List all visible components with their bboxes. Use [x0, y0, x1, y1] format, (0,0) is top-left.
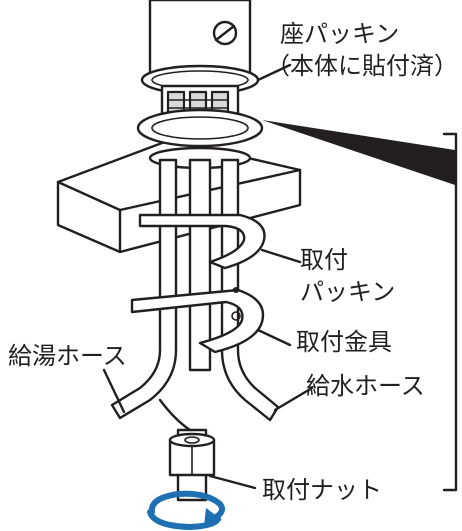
- leader-lines: [102, 63, 314, 490]
- mount-bracket-label: 取付金具: [296, 328, 392, 356]
- mount-packing-label-line1: 取付: [300, 246, 348, 274]
- mount-packing-label-line2: パッキン: [300, 278, 396, 306]
- cold-hose-label: 給水ホース: [306, 372, 425, 400]
- mount-packing: [138, 213, 266, 270]
- mount-nut-label: 取付ナット: [262, 476, 382, 504]
- hot-hose-label: 給湯ホース: [8, 342, 127, 370]
- rotation-arrow-icon: [147, 490, 225, 531]
- mount-nut: [168, 428, 216, 502]
- seat-packing-note: （本体に貼付済）: [266, 52, 458, 80]
- seat-packing-label: 座パッキン: [280, 20, 400, 48]
- detail-callout: [262, 120, 458, 492]
- mount-bracket: [130, 287, 265, 354]
